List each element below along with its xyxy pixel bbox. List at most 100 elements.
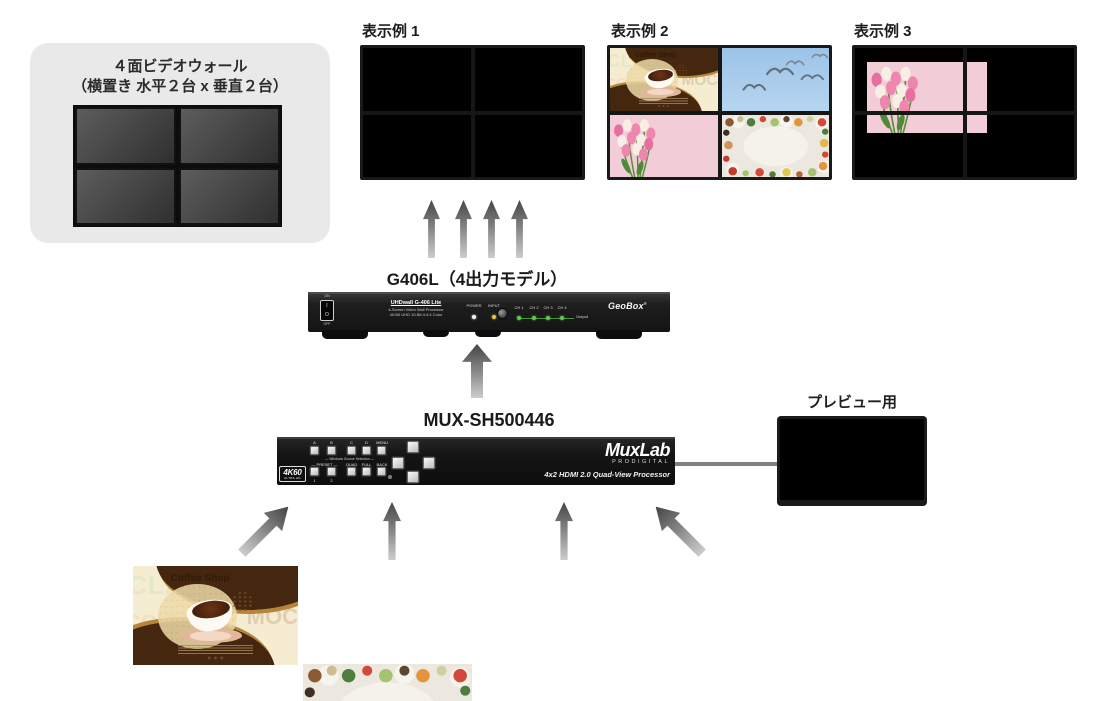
- food-illustration: [303, 664, 472, 701]
- preview-monitor: CLAS CCHI MOC Coffee Shop: [777, 416, 927, 506]
- device-foot: [475, 330, 501, 337]
- source1-arrow: [232, 497, 297, 562]
- 4k60-badge: 4K60 ULTRA HD: [279, 466, 306, 482]
- video-wall-monitor-grid: [73, 105, 282, 227]
- preset1-number: 1: [313, 478, 316, 483]
- input-led-label: INPUT: [488, 303, 500, 308]
- example3-display: CLAS CCHI MOC Coffee Shop: [852, 45, 1077, 180]
- tulips-illustration: [614, 118, 656, 177]
- mux-button-b: [327, 446, 336, 455]
- mux-button-right: [423, 457, 435, 469]
- preview-label: プレビュー用: [806, 394, 897, 411]
- tulips-overlay: [867, 62, 988, 134]
- g406l-device: ON OFF UHDwall G-406 Lite 4-Screen Video…: [308, 292, 670, 339]
- example2-label: 表示例 2: [611, 23, 669, 40]
- output-arrow-3: [483, 200, 500, 258]
- source-selection-caption: — Windows Source Selection —: [325, 456, 374, 461]
- button-a-label: A: [313, 440, 316, 445]
- quad-label: QUAD: [345, 461, 358, 467]
- mux-button-down: [407, 471, 419, 483]
- example1-label: 表示例 1: [362, 23, 420, 40]
- pager-dots: [205, 656, 226, 660]
- bean-icon: [162, 575, 169, 582]
- bezel-divider-horizontal: [855, 110, 1074, 115]
- switch-on-label: ON: [324, 294, 330, 298]
- output-arrow-2: [455, 200, 472, 258]
- mux-title: MUX-SH500446: [423, 410, 555, 430]
- mux-button-c: [347, 446, 356, 455]
- mux-button-full: [362, 467, 371, 476]
- device-foot: [596, 330, 642, 339]
- tulips-illustration: [871, 66, 918, 134]
- preview-cable: [672, 462, 779, 466]
- ch3-led: [546, 316, 550, 320]
- g406l-model-text: UHDwall G-406 Lite 4-Screen Video Wall P…: [388, 300, 444, 317]
- ch2-led: [532, 316, 536, 320]
- switch-off-label: OFF: [323, 322, 331, 326]
- coffee-shop-title: Coffee Shop: [162, 573, 230, 584]
- caption-lines: [639, 98, 689, 104]
- coffee-shop-title: Coffee Shop: [628, 52, 676, 59]
- caption-lines: [177, 645, 254, 655]
- mux-button-back: [377, 467, 386, 476]
- example2-display: CLAS CCHI MOC Coffee Shop: [607, 45, 832, 180]
- monitor-panel: [75, 167, 176, 225]
- power-led-label: POWER: [466, 303, 482, 308]
- food-illustration: [721, 114, 829, 177]
- video-wall-legend: ４面ビデオウォール （横置き 水平２台 x 垂直２台）: [30, 43, 330, 243]
- monitor-panel: [179, 107, 280, 165]
- ch1-led: [517, 316, 521, 320]
- device-foot: [322, 330, 368, 339]
- legend-title-line1: ４面ビデオウォール: [112, 58, 248, 75]
- ch3-label: CH 3: [543, 305, 553, 310]
- mux-button-preset1: [310, 467, 319, 476]
- mux-button-left: [392, 457, 404, 469]
- mux-to-g406l-arrow: [462, 344, 492, 398]
- power-led: [472, 315, 476, 319]
- button-c-label: C: [350, 440, 353, 445]
- saucer: [179, 628, 242, 644]
- tulips-image: [610, 114, 718, 177]
- mux-button-d: [362, 446, 371, 455]
- button-b-label: B: [330, 440, 333, 445]
- ch4-led: [560, 316, 564, 320]
- output-label: Output: [576, 314, 589, 319]
- bean-dots: [674, 63, 689, 77]
- mux-button-up: [407, 441, 419, 453]
- output-arrow-1: [423, 200, 440, 258]
- mux-button-a: [310, 446, 319, 455]
- example1-display: CLAS CCHI MOC Coffee Shop: [360, 45, 585, 180]
- bezel-divider-horizontal: [363, 110, 582, 115]
- source-food-image: [303, 664, 472, 701]
- full-label: FULL: [361, 461, 372, 467]
- seagulls-image: [721, 48, 829, 111]
- source3-arrow: [555, 502, 573, 560]
- source4-arrow: [646, 497, 711, 562]
- preset2-number: 2: [330, 478, 333, 483]
- example3-label: 表示例 3: [854, 23, 912, 40]
- ch2-label: CH 2: [529, 305, 539, 310]
- food-image: [721, 114, 829, 177]
- power-switch: [320, 300, 334, 321]
- ch1-label: CH 1: [514, 305, 524, 310]
- input-led: [492, 315, 496, 319]
- seagulls-illustration: [741, 53, 828, 91]
- device-foot: [423, 330, 449, 337]
- back-label: BACK: [376, 461, 388, 467]
- mux-button-menu: [377, 446, 386, 455]
- preset-label: — PRESET —: [311, 461, 338, 467]
- source2-arrow: [383, 502, 401, 560]
- mux-device: 4K60 ULTRA HD A B C D MENU — Windows Sou…: [277, 437, 675, 485]
- select-knob: [497, 308, 508, 319]
- saucer: [640, 87, 681, 97]
- mux-button-preset2: [327, 467, 336, 476]
- g406l-title: G406L（4出力モデル）: [386, 270, 568, 289]
- ir-sensor: [388, 475, 392, 479]
- source-coffee-image: CLAS CCHI MOC Coffee Shop: [133, 566, 298, 665]
- button-d-label: D: [365, 440, 368, 445]
- monitor-panel: [75, 107, 176, 165]
- bean-dots: [232, 590, 254, 612]
- legend-title-line2: （横置き 水平２台 x 垂直２台）: [72, 78, 288, 95]
- geobox-logo: GeoBox®: [608, 301, 647, 311]
